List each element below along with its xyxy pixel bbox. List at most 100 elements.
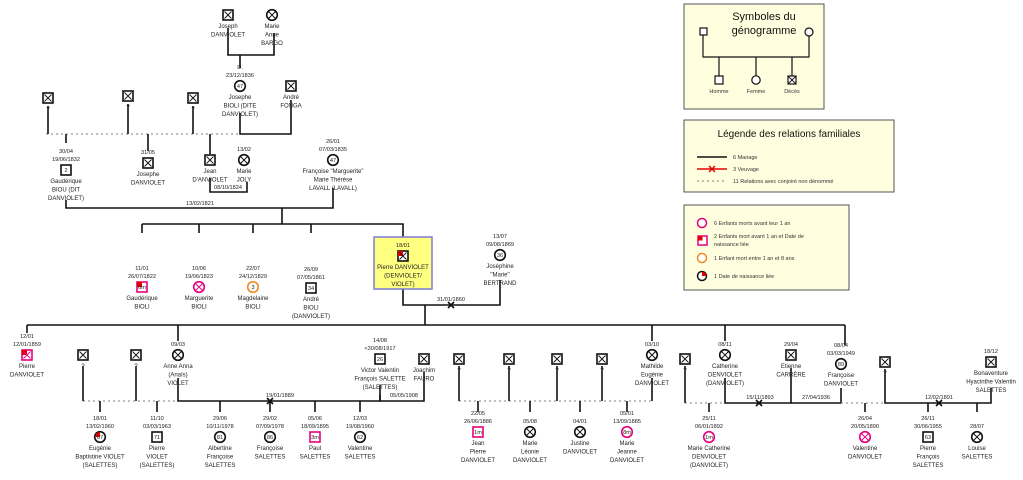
person-name: ? xyxy=(683,368,687,374)
deceased-cross-icon xyxy=(44,94,52,102)
person-josephine_bertrand[interactable]: 13/0709/08/186936Joséphine"Marie"BERTRAN… xyxy=(484,234,518,287)
person-name: Baptistine VIOLET xyxy=(75,455,125,461)
person-date: 26/09 xyxy=(304,267,318,273)
legend-status-label: 1 Enfant mort entre 1 an et 8 ans xyxy=(714,256,795,262)
person-unknown_7[interactable]: ? xyxy=(503,353,515,374)
person-name: SALETTES xyxy=(255,455,286,461)
person-unknown_1[interactable]: ? xyxy=(42,92,54,113)
female-icon xyxy=(233,79,247,93)
age-label: 71 xyxy=(154,435,160,441)
deceased-cross-icon xyxy=(174,351,182,359)
person-date: 18/12 xyxy=(984,349,998,355)
person-unknown_9[interactable]: ? xyxy=(596,353,608,374)
person-unknown_5[interactable]: ? xyxy=(130,349,142,370)
deceased-cross-icon xyxy=(287,82,295,90)
marriage-line xyxy=(239,100,292,135)
marriage-line xyxy=(209,178,248,193)
person-unknown_4[interactable]: ? xyxy=(77,349,89,370)
person-name: Jean xyxy=(203,169,216,175)
legend-deceased-label: Décès xyxy=(784,89,800,95)
person-name: ? xyxy=(883,371,887,377)
person-name: François xyxy=(916,455,939,461)
person-date: 30/04 xyxy=(59,149,73,155)
person-date: 18/01 xyxy=(396,243,410,249)
linked-birth-mark xyxy=(137,282,142,287)
person-unknown_6[interactable]: ? xyxy=(453,353,465,374)
person-date: 03/03/1963 xyxy=(143,424,171,430)
person-unknown_10[interactable]: ? xyxy=(679,353,691,374)
linked-birth-mark xyxy=(95,432,100,437)
person-name: VIOLET xyxy=(167,381,189,387)
legend-relations-title: Légende des relations familiales xyxy=(718,129,861,140)
person-name: ? xyxy=(191,107,195,113)
female-icon xyxy=(263,430,277,444)
person-unknown_11[interactable]: ? xyxy=(879,356,891,377)
age-label: 34 xyxy=(308,286,314,292)
person-date: 29/06 xyxy=(213,416,227,422)
deceased-cross-icon xyxy=(124,92,132,100)
person-unknown_3[interactable]: ? xyxy=(187,92,199,113)
person-name: SALETTES xyxy=(345,455,376,461)
widowed-line xyxy=(177,378,381,402)
person-albertine_salettes[interactable]: 29/0610/11/197881AlbertineFrançoiseSALET… xyxy=(205,416,236,469)
person-name: SALETTES xyxy=(962,455,993,461)
person-name: DENVIOLET xyxy=(692,455,726,461)
person-date: 29/02 xyxy=(263,416,277,422)
widowed-x-icon xyxy=(708,165,716,173)
person-name: (DANVIOLET) xyxy=(292,314,330,320)
marriage-date: 19/01/1889 xyxy=(266,393,294,399)
widowed-x-icon xyxy=(447,301,455,309)
person-name: Françoise xyxy=(257,446,284,452)
person-unknown_8[interactable]: ? xyxy=(551,353,563,374)
selected-person-highlight[interactable] xyxy=(373,236,433,290)
person-name: (DANVIOLET) xyxy=(706,381,744,387)
person-date: 03/03/1949 xyxy=(827,351,855,357)
female-icon xyxy=(620,425,634,439)
deceased-cross-icon xyxy=(987,358,995,366)
person-name: André xyxy=(303,297,320,303)
linked-birth-mark xyxy=(698,236,703,241)
person-name: LAVALL (LAVALL) xyxy=(309,186,357,192)
person-name: ? xyxy=(555,368,559,374)
legend-relations-box xyxy=(683,119,895,193)
legend-female-label: Femme xyxy=(747,89,766,95)
person-name: Marie Catherine xyxy=(688,446,731,452)
person-unknown_2[interactable]: ? xyxy=(122,90,134,111)
